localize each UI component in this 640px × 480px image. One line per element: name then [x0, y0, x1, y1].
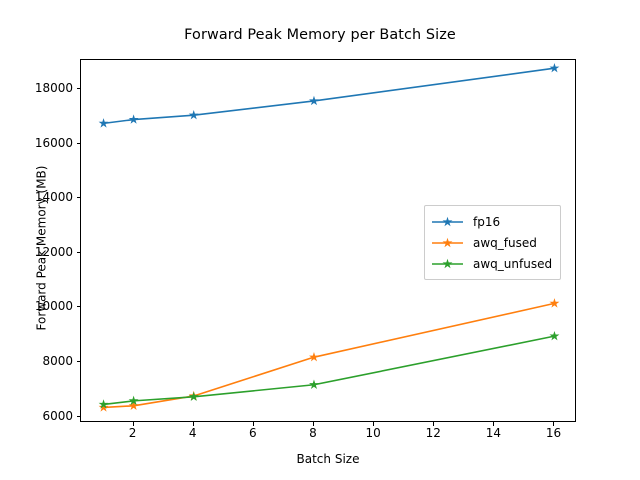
x-tick-mark: [373, 422, 375, 426]
y-tick-mark: [76, 361, 80, 363]
data-point-marker: [549, 330, 560, 341]
series-awq_unfused: [98, 330, 560, 409]
data-point-marker: [309, 379, 319, 389]
y-tick-label: 6000: [42, 408, 73, 423]
data-point-marker: [549, 62, 560, 73]
legend-label: awq_unfused: [473, 256, 553, 271]
series-canvas: [98, 62, 560, 412]
x-tick-label: 8: [309, 426, 317, 440]
x-tick-mark: [192, 422, 194, 426]
data-point-marker: [128, 114, 139, 124]
data-point-marker: [309, 351, 319, 362]
data-point-marker: [549, 298, 560, 308]
y-tick-mark: [76, 415, 80, 417]
x-tick-label: 12: [425, 426, 441, 440]
y-tick-mark: [76, 87, 80, 89]
legend-item-awq_unfused[interactable]: awq_unfused: [431, 253, 552, 274]
series-awq_fused: [98, 298, 560, 412]
plot-area: [80, 59, 576, 422]
chart-legend[interactable]: fp16 awq_fused awq_unfused: [424, 205, 562, 280]
data-point-marker: [128, 395, 139, 406]
y-tick-mark: [76, 142, 80, 144]
data-point-marker: [98, 402, 109, 412]
x-tick-label: 6: [249, 426, 257, 440]
x-tick-mark: [553, 422, 555, 426]
x-tick-mark: [493, 422, 495, 426]
y-tick-mark: [76, 197, 80, 199]
x-tick-label: 4: [188, 426, 197, 440]
data-point-marker: [188, 109, 199, 120]
data-point-marker: [98, 399, 109, 409]
x-tick-mark: [312, 422, 314, 426]
legend-item-fp16[interactable]: fp16: [431, 211, 552, 232]
legend-label: fp16: [473, 214, 501, 229]
y-tick-label: 8000: [42, 354, 73, 369]
series-fp16: [98, 62, 560, 128]
x-tick-label: 2: [128, 426, 137, 440]
legend-item-awq_fused[interactable]: awq_fused: [431, 232, 552, 253]
legend-swatch: [432, 216, 463, 226]
y-tick-label: 12000: [34, 244, 73, 259]
x-tick-label: 14: [485, 426, 501, 440]
y-tick-mark: [76, 251, 80, 253]
data-point-marker: [188, 391, 199, 401]
series-line: [102, 302, 556, 409]
legend-swatch: [432, 237, 463, 247]
x-tick-mark: [132, 422, 134, 426]
x-tick-mark: [433, 422, 435, 426]
y-tick-label: 18000: [34, 80, 73, 95]
data-point-marker: [309, 95, 319, 106]
y-tick-label: 10000: [34, 299, 73, 314]
data-point-marker: [98, 118, 109, 128]
x-tick-label: 10: [365, 426, 381, 440]
x-axis-label: Batch Size: [296, 452, 360, 466]
series-line: [102, 335, 556, 406]
data-point-marker: [128, 400, 139, 410]
legend-label: awq_fused: [473, 235, 537, 250]
chart-title: Forward Peak Memory per Batch Size: [184, 27, 456, 43]
x-tick-label: 16: [545, 426, 562, 440]
legend-swatch: [432, 258, 463, 268]
y-tick-label: 14000: [34, 190, 73, 205]
y-tick-mark: [76, 306, 80, 308]
x-tick-mark: [252, 422, 254, 426]
y-tick-label: 16000: [34, 135, 73, 150]
series-line: [102, 67, 556, 125]
